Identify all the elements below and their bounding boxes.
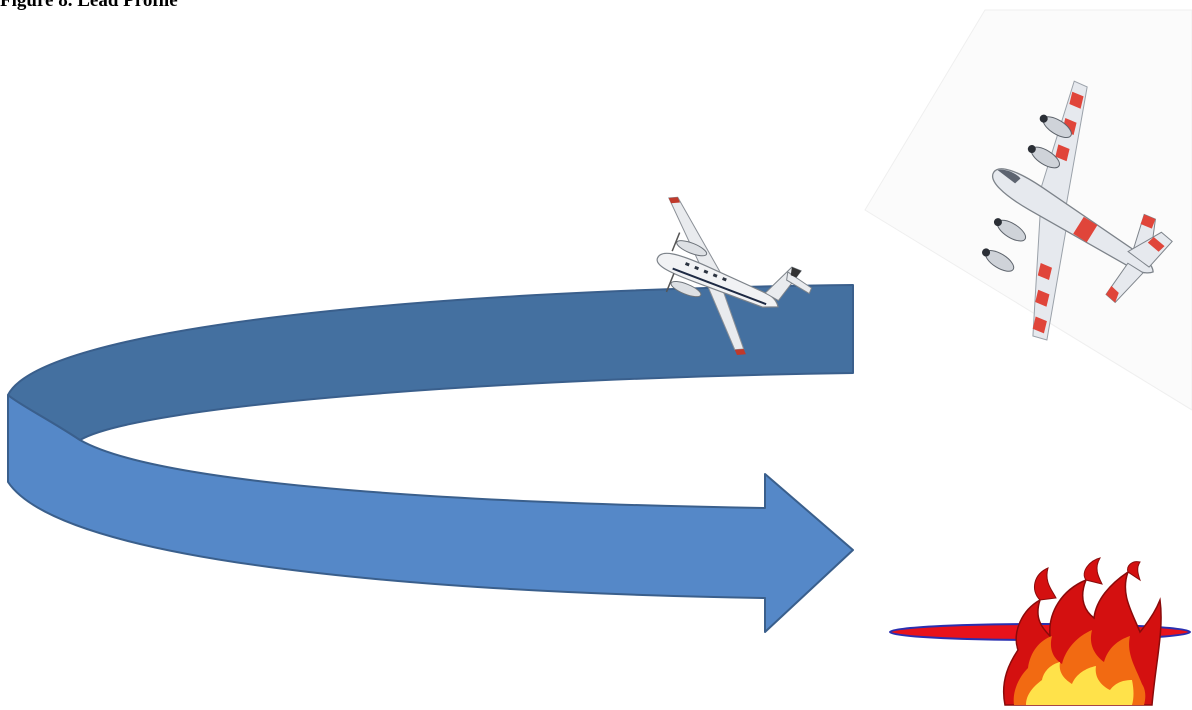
figure-caption: Figure 8. Lead Profile [0,0,178,11]
fire-icon [1003,557,1162,706]
four-engine-air-tanker-icon [982,80,1173,341]
flight-path-lower-band [7,394,854,633]
flight-path-arrow [7,284,854,633]
flight-path-upper-band [7,284,854,441]
twin-engine-lead-plane-icon [656,196,813,355]
